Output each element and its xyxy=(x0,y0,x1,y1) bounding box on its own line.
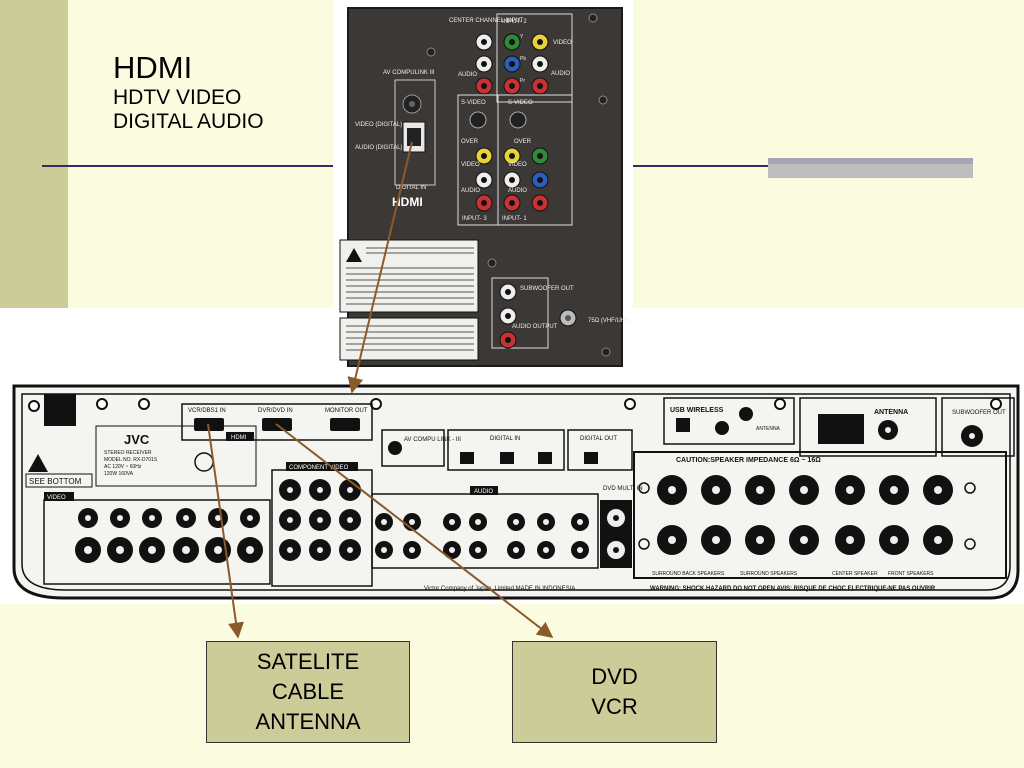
receiver-audio-jacks xyxy=(375,513,589,559)
tv-over-3-label: OVER xyxy=(461,139,479,145)
callout-right-line-1: DVD xyxy=(591,664,638,689)
receiver-hdmi-in-vcr-label: VCR/DBS1 IN xyxy=(188,408,226,414)
tv-pb-label: Pb xyxy=(520,56,526,62)
receiver-back-panel: VCR/DBS1 IN DVR/DVD IN MONITOR OUT HDMI … xyxy=(12,384,1020,600)
receiver-dvd-multi-in-label: DVD MULTI IN xyxy=(603,486,643,492)
receiver-see-bottom: SEE BOTTOM xyxy=(29,477,82,486)
receiver-digital-in-label: DIGITAL IN xyxy=(490,436,520,442)
callout-satelite-cable-antenna: SATELITE CABLE ANTENNA xyxy=(206,641,410,743)
receiver-model-line-1: STEREO RECEIVER xyxy=(104,450,152,456)
tv-video-digital-label: VIDEO (DIGITAL) xyxy=(355,122,402,128)
tv-center-channel-label: CENTER CHANNEL INPUT xyxy=(449,18,524,24)
tv-audio-1-label: AUDIO xyxy=(508,188,527,194)
callout-dvd-vcr: DVD VCR xyxy=(512,641,717,743)
arrow-to-satelite-box xyxy=(207,423,244,639)
arrow-to-dvd-box xyxy=(275,423,554,638)
tv-pr-label: Pr xyxy=(520,78,525,84)
callout-left-line-3: ANTENNA xyxy=(255,709,361,734)
receiver-hdmi-port-monitor xyxy=(330,418,360,431)
slide-subtitle-line-1: HDTV VIDEO xyxy=(113,86,242,109)
tv-caution-label xyxy=(339,239,479,313)
tv-av-compulink-label: AV COMPULINK III xyxy=(383,70,435,76)
receiver-speaker-terminals xyxy=(657,475,953,555)
sidebar-accent xyxy=(0,0,68,310)
tv-input2-label: INPUT- 2 xyxy=(502,19,527,25)
tv-input2-audio-label: AUDIO xyxy=(551,71,570,77)
slide-title: HDMI xyxy=(113,50,193,85)
tv-digital-in-label: DIGITAL IN xyxy=(396,185,426,191)
receiver-video-jacks xyxy=(75,508,263,563)
tv-input2-video-label: VIDEO xyxy=(553,40,572,46)
warning-icon xyxy=(28,454,48,472)
receiver-center-label: CENTER SPEAKER xyxy=(832,571,878,577)
receiver-hdmi-label: HDMI xyxy=(231,435,247,441)
tv-left-audio-label: AUDIO xyxy=(458,72,477,78)
tv-svideo-1-label: S-VIDEO xyxy=(508,100,533,106)
receiver-front-label: FRONT SPEAKERS xyxy=(888,571,934,577)
callout-left-line-2: CABLE xyxy=(271,679,345,704)
tv-hdmi-logo: HDMI xyxy=(392,195,423,209)
tv-license-label xyxy=(339,317,479,361)
receiver-model-line-4: 120W 160VA xyxy=(104,471,134,477)
tv-audio-output-label: AUDIO OUTPUT xyxy=(512,324,558,330)
divider-accent-bar xyxy=(768,158,973,178)
receiver-video-label: VIDEO xyxy=(47,495,66,501)
receiver-brand: JVC xyxy=(124,432,150,447)
tv-subwoofer-out-label: SUBWOOFER OUT xyxy=(520,286,574,292)
receiver-usb-wireless-label: USB WIRELESS xyxy=(670,407,724,414)
receiver-audio-label: AUDIO xyxy=(474,489,493,495)
receiver-digital-out-label: DIGITAL OUT xyxy=(580,436,617,442)
tv-back-panel: CENTER CHANNEL INPUT INPUT- 2 VIDEO AUDI… xyxy=(333,0,633,370)
receiver-hdmi-in-dvr-label: DVR/DVD IN xyxy=(258,408,293,414)
tv-audio-digital-label: AUDIO (DIGITAL) xyxy=(355,145,403,151)
receiver-component-jacks xyxy=(279,479,361,561)
receiver-subwoofer-out-label: SUBWOOFER OUT xyxy=(952,410,1006,416)
tv-audio-3-label: AUDIO xyxy=(461,188,480,194)
receiver-av-compulink-label: AV COMPU LINK - III xyxy=(404,437,461,443)
tv-svideo-3-label: S-VIDEO xyxy=(461,100,486,106)
receiver-antenna-label: ANTENNA xyxy=(874,409,908,416)
slide-title-block: HDMI HDTV VIDEO DIGITAL AUDIO xyxy=(113,50,264,134)
connection-arrows xyxy=(207,141,554,639)
receiver-surround-back-label: SURROUND BACK SPEAKERS xyxy=(652,571,725,577)
receiver-component-video-label: COMPONENT VIDEO xyxy=(289,465,349,471)
callout-left-line-1: SATELITE xyxy=(256,649,360,674)
tv-over-1-label: OVER xyxy=(514,139,532,145)
receiver-warning-label: WARNING: SHOCK HAZARD DO NOT OPEN AVIS: … xyxy=(650,586,936,592)
tv-y-label: Y xyxy=(520,34,524,40)
tv-video-1-label: VIDEO xyxy=(508,162,527,168)
receiver-surround-label: SURROUND SPEAKERS xyxy=(740,571,798,577)
receiver-hdmi-monitor-out-label: MONITOR OUT xyxy=(325,408,368,414)
receiver-model-line-3: AC 120V ~ 60Hz xyxy=(104,464,142,470)
receiver-maker-label: Victor Company of Japan, Limited MADE IN… xyxy=(424,586,575,592)
receiver-usb-antenna-label: ANTENNA xyxy=(756,426,781,432)
slide-subtitle-line-2: DIGITAL AUDIO xyxy=(113,110,264,133)
receiver-caution-speaker-label: CAUTION:SPEAKER IMPEDANCE 6Ω ~ 16Ω xyxy=(676,457,821,464)
receiver-model-line-2: MODEL NO. RX-D701S xyxy=(104,457,158,463)
tv-input1-label: INPUT- 1 xyxy=(502,216,527,222)
tv-input3-label: INPUT- 3 xyxy=(462,216,487,222)
arrow-tv-to-monitor-out xyxy=(347,141,413,394)
tv-video-3-label: VIDEO xyxy=(461,162,480,168)
tv-antenna-label: 75Ω (VHF/UHF) xyxy=(588,318,631,324)
callout-right-line-2: VCR xyxy=(591,694,638,719)
